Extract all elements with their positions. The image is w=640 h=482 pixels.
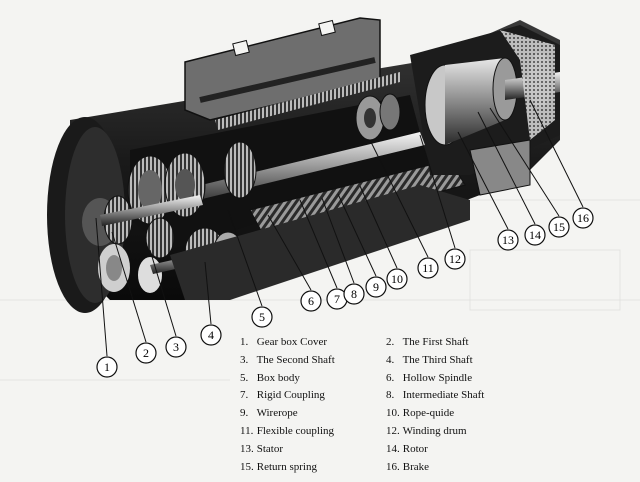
main-shaft [160, 132, 425, 208]
callout-number-9: 9 [373, 280, 379, 294]
bearings [355, 93, 401, 141]
callout-number-7: 7 [334, 292, 340, 306]
callout-circle-6 [300, 290, 322, 312]
callout-circle-1 [96, 356, 118, 378]
callout-circle-15 [548, 216, 570, 238]
callout-number-3: 3 [173, 340, 179, 354]
callout-circle-10 [386, 268, 408, 290]
callout-circle-12 [444, 248, 466, 270]
callout-number-12: 12 [449, 252, 461, 266]
legend-item-stator: 13. Stator [240, 442, 284, 455]
legend-item-winding-drum: 12. Winding drum [386, 424, 467, 437]
legend-item-gear-box-cover: 1. Gear box Cover [240, 336, 328, 348]
legend-item-rigid-coupling: 7. Rigid Coupling [240, 389, 325, 402]
legend-left-column: 1. Gear box Cover 3. The Second Shaft 5.… [240, 334, 335, 476]
callout-circle-16 [572, 207, 594, 229]
legend-item-flexible-coupling: 11. Flexible coupling [240, 424, 335, 437]
callout-number-1: 1 [104, 360, 110, 374]
legend-item-box-body: 5. Box body [240, 371, 300, 384]
legend-item-intermediate-shaft: 8. Intermediate Shaft [386, 389, 485, 402]
legend-item-rotor: 14. Rotor [386, 442, 428, 455]
legend-item-second-shaft: 3. The Second Shaft [240, 353, 335, 366]
callout-number-6: 6 [308, 294, 314, 308]
callout-circle-5 [251, 306, 273, 328]
callout-circle-2 [135, 342, 157, 364]
callout-number-8: 8 [351, 287, 357, 301]
callout-circle-9 [365, 276, 387, 298]
legend-item-brake: 16. Brake [386, 460, 430, 473]
motor-section [410, 25, 560, 175]
legend-right-column: 2. The First Shaft 4. The Third Shaft 6.… [386, 334, 484, 476]
callout-circle-3 [165, 336, 187, 358]
callout-circle-11 [417, 257, 439, 279]
callout-number-15: 15 [553, 220, 565, 234]
gearbox-cover-top [184, 17, 400, 130]
mount-bracket [469, 139, 531, 196]
legend-item-third-shaft: 4. The Third Shaft [386, 353, 473, 366]
callout-number-14: 14 [529, 228, 541, 242]
callout-number-2: 2 [143, 346, 149, 360]
callout-number-10: 10 [391, 272, 403, 286]
callout-leaders [95, 99, 584, 357]
legend-item-hollow-spindle: 6. Hollow Spindle [386, 371, 473, 384]
callout-number-5: 5 [259, 310, 265, 324]
callout-number-11: 11 [422, 261, 434, 275]
legend-item-rope-guide: 10. Rope-quide [386, 407, 455, 420]
callout-circle-4 [200, 324, 222, 346]
legend-item-first-shaft: 2. The First Shaft [386, 336, 469, 348]
callout-number-13: 13 [502, 233, 514, 247]
callout-number-4: 4 [208, 328, 214, 342]
callout-circle-13 [497, 229, 519, 251]
legend-item-wirerope: 9. Wirerope [240, 407, 298, 420]
legend-item-return-spring: 15. Return spring [240, 460, 317, 473]
callout-number-16: 16 [577, 211, 589, 225]
callout-circle-14 [524, 224, 546, 246]
callout-circle-8 [343, 283, 365, 305]
box-body-lower [170, 185, 470, 300]
